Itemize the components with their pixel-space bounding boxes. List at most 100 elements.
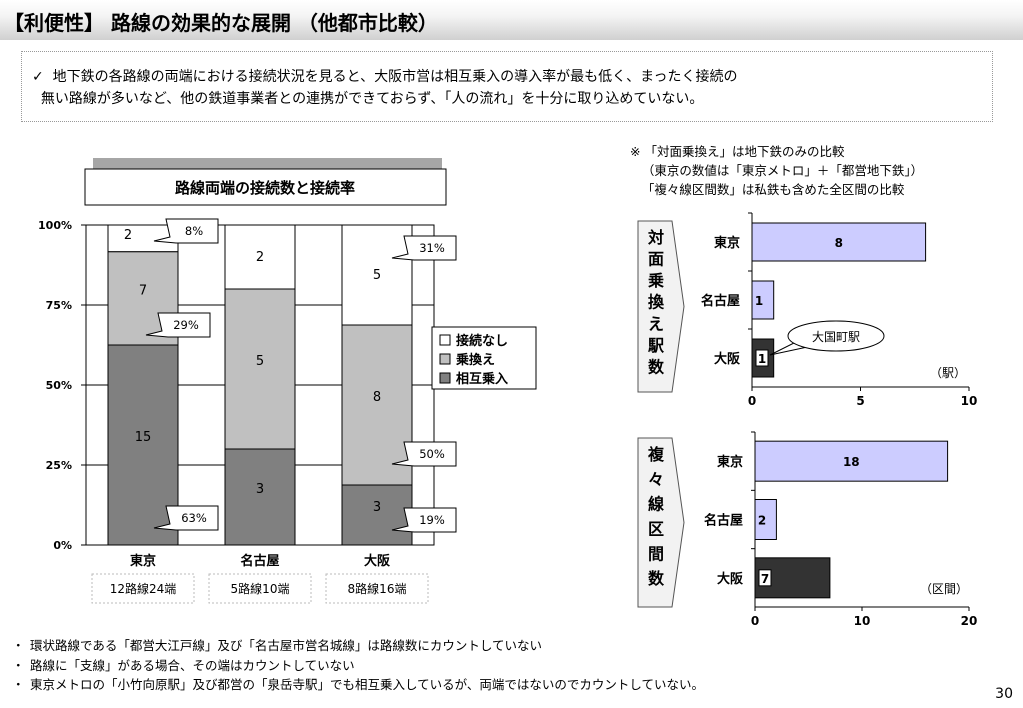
bar-value-label: 5 [256, 354, 264, 369]
category-note-box [325, 573, 429, 604]
side-label-char: 々 [648, 470, 664, 489]
side-label-char: 対 [647, 228, 664, 247]
category-label: 東京 [717, 454, 743, 470]
footnote-text: 環状路線である「都営大江戸線」及び「名古屋市営名城線」は路線数にカウントしていな… [30, 638, 543, 653]
legend-swatch [439, 334, 451, 346]
note-line-1: ※ 「対面乗換え」は地下鉄のみの比較 [630, 144, 845, 159]
callout-label: 63% [181, 511, 207, 525]
legend-label: 相互乗入 [456, 371, 508, 387]
unit-label: （駅） [930, 366, 966, 380]
callout-label: 19% [419, 513, 445, 527]
footnote-2: ・路線に「支線」がある場合、その端はカウントしていない [12, 656, 704, 676]
bar-value-label: 3 [256, 482, 264, 497]
bar-segment [224, 448, 296, 546]
value-label-box [755, 349, 769, 367]
bar-value-label: 1 [758, 352, 766, 366]
category-label: 大阪 [714, 351, 741, 367]
callout-bubble [391, 507, 457, 533]
check-icon: ✓ [32, 69, 44, 85]
side-label-char: 間 [648, 544, 664, 563]
bar-value-label: 15 [135, 430, 152, 445]
category-label: 東京 [714, 235, 740, 251]
summary-line-2: 無い路線が多いなど、他の鉄道事業者との連携ができておらず、「人の流れ」を十分に取… [40, 91, 704, 107]
callout-label: 29% [173, 318, 199, 332]
y-tick-label: 75% [46, 299, 72, 312]
side-label-char: 区 [648, 520, 664, 539]
bar-segment [341, 324, 413, 486]
category-note: 5路線10端 [231, 581, 290, 596]
bar-segment [341, 484, 413, 546]
callout-label: 8% [185, 224, 203, 238]
side-label-char: 線 [648, 495, 664, 514]
x-tick-label: 0 [748, 394, 756, 408]
side-label-char: 面 [648, 250, 664, 269]
y-tick-label: 100% [38, 219, 72, 232]
side-label-char: 数 [648, 357, 665, 376]
annotation-label: 大国町駅 [812, 330, 860, 344]
title-bar: 【利便性】 路線の効果的な展開 （他都市比較） [0, 0, 1023, 40]
page-title: 【利便性】 路線の効果的な展開 （他都市比較） [4, 11, 438, 35]
bar-segment [341, 224, 413, 326]
y-tick-label: 25% [46, 459, 72, 472]
side-label-char: 複 [647, 445, 665, 464]
summary-line-1: 地下鉄の各路線の両端における接続状況を見ると、大阪市営は相互乗入の導入率が最も低… [52, 69, 738, 85]
category-note-box [208, 573, 312, 604]
bar [754, 499, 777, 540]
legend-label: 接続なし [456, 333, 508, 349]
legend-label: 乗換え [455, 352, 495, 368]
footnotes: ・環状路線である「都営大江戸線」及び「名古屋市営名城線」は路線数にカウントしてい… [12, 636, 704, 695]
category-label: 東京 [130, 553, 156, 569]
bar-value-label: 7 [761, 572, 769, 586]
bar-value-label: 1 [755, 294, 763, 308]
footnote-text: 東京メトロの「小竹向原駅」及び都営の「泉岳寺駅」でも相互乗入しているが、両端では… [30, 677, 705, 692]
callout-label: 50% [419, 447, 445, 461]
bar-value-label: 8 [373, 390, 381, 405]
chart-title: 路線両端の接続数と接続率 [175, 179, 355, 197]
side-label-arrow [637, 220, 685, 393]
side-label-char: 駅 [647, 336, 665, 355]
category-label: 名古屋 [240, 553, 279, 569]
callout-bubble [391, 235, 457, 261]
note-line-2: （東京の数値は「東京メトロ」＋「都営地下鉄」） [641, 163, 924, 178]
x-tick-label: 10 [854, 614, 871, 628]
x-tick-label: 20 [961, 614, 978, 628]
bar-value-label: 5 [373, 268, 381, 283]
bullet: ・ [12, 657, 25, 673]
bar-value-label: 8 [835, 236, 843, 250]
summary-text: ✓ 地下鉄の各路線の両端における接続状況を見ると、大阪市営は相互乗入の導入率が最… [32, 66, 738, 110]
side-label-char: え [648, 314, 664, 333]
side-label-char: 数 [648, 569, 665, 588]
side-label-char: 乗 [648, 271, 664, 290]
bar-value-label: 18 [843, 455, 860, 469]
page-number: 30 [995, 686, 1013, 702]
y-tick-label: 50% [46, 379, 72, 392]
bar-value-label: 2 [124, 228, 132, 243]
value-label-box [758, 569, 772, 587]
side-label-arrow [637, 437, 685, 608]
bar-segment [107, 344, 179, 546]
x-tick-label: 0 [751, 614, 759, 628]
category-label: 大阪 [364, 553, 391, 569]
bar-value-label: 2 [256, 250, 264, 265]
x-tick-label: 10 [961, 394, 978, 408]
unit-label: （区間） [920, 582, 968, 596]
footnote-1: ・環状路線である「都営大江戸線」及び「名古屋市営名城線」は路線数にカウントしてい… [12, 636, 704, 656]
callout-bubble [391, 441, 457, 467]
callout-bubble [153, 218, 219, 244]
category-label: 名古屋 [704, 513, 743, 529]
bar [751, 280, 775, 320]
bar-segment [224, 224, 296, 290]
category-note-box [91, 573, 195, 604]
bar-segment [224, 288, 296, 450]
callout-label: 31% [419, 241, 445, 255]
legend-swatch [439, 372, 451, 384]
legend-swatch [439, 353, 451, 365]
category-note: 12路線24端 [110, 581, 177, 596]
bar [754, 440, 949, 482]
chart-title-box [84, 168, 447, 206]
note-line-3: 「複々線区間数」は私鉄も含めた全区間の比較 [641, 182, 905, 197]
summary-box: ✓ 地下鉄の各路線の両端における接続状況を見ると、大阪市営は相互乗入の導入率が最… [21, 51, 993, 122]
bullet: ・ [12, 638, 25, 653]
x-tick-label: 5 [856, 394, 864, 408]
